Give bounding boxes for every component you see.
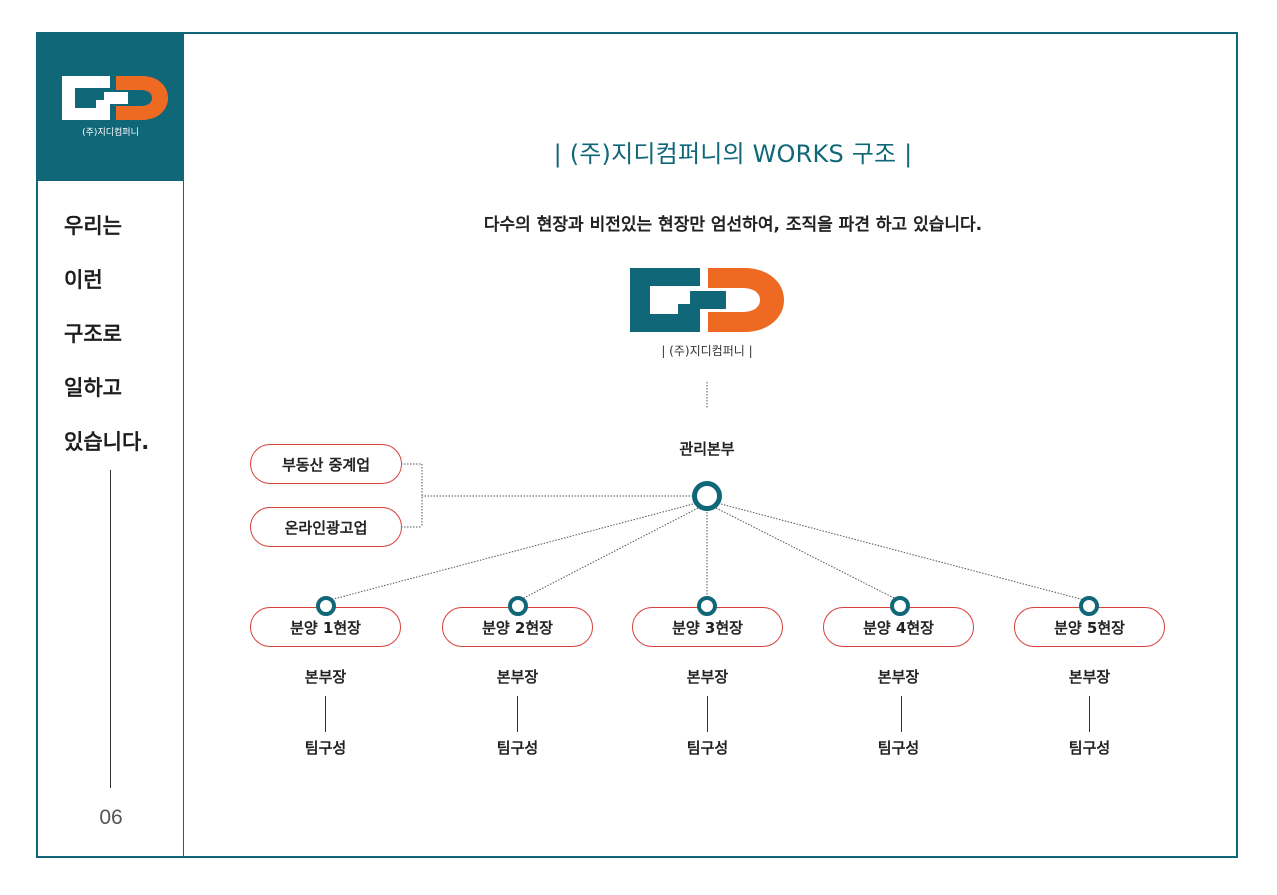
slogan-word: 있습니다. [64, 430, 150, 454]
site-1-link [325, 696, 326, 732]
page-subtitle: 다수의 현장과 비전있는 현장만 엄선하여, 조직을 파견 하고 있습니다. [483, 215, 983, 235]
site-3-manager: 본부장 [686, 668, 729, 686]
site-1-manager: 본부장 [304, 668, 347, 686]
center-logo-caption: | (주)지디컴퍼니 | [661, 344, 753, 358]
site-5-link [1089, 696, 1090, 732]
hq-label: 관리본부 [679, 440, 735, 458]
connector-lines [325, 382, 1089, 602]
slogan-word: 우리는 [64, 214, 122, 238]
slogan-word: 구조로 [64, 322, 122, 346]
site-1-node [316, 596, 336, 616]
site-2-manager: 본부장 [496, 668, 539, 686]
page-frame: (주)지디컴퍼니 우리는 이런 구조로 일하고 있습니다. 06 | (주)지디… [36, 32, 1238, 858]
site-2-node [508, 596, 528, 616]
site-1-team: 팀구성 [304, 739, 347, 757]
page-title: | (주)지디컴퍼니의 WORKS 구조 | [553, 140, 913, 168]
site-4-team: 팀구성 [877, 739, 920, 757]
page-number: 06 [99, 806, 123, 829]
slogan-word: 일하고 [64, 376, 122, 400]
brand-box: (주)지디컴퍼니 [38, 34, 183, 181]
site-4-link [901, 696, 902, 732]
gd-center-logo-icon [630, 268, 784, 332]
site-3-link [707, 696, 708, 732]
hq-node [692, 481, 722, 511]
site-4-node [890, 596, 910, 616]
site-5-manager: 본부장 [1068, 668, 1111, 686]
site-4-manager: 본부장 [877, 668, 920, 686]
sidebar: (주)지디컴퍼니 우리는 이런 구조로 일하고 있습니다. 06 [38, 34, 184, 856]
gd-logo-icon [62, 76, 168, 120]
site-5-team: 팀구성 [1068, 739, 1111, 757]
side-unit-real-estate: 부동산 중계업 [250, 444, 402, 484]
brand-caption: (주)지디컴퍼니 [82, 128, 139, 138]
site-5-node [1079, 596, 1099, 616]
slogan-word: 이런 [64, 268, 103, 292]
sidebar-slogan: 우리는 이런 구조로 일하고 있습니다. [64, 212, 149, 482]
sidebar-divider [110, 470, 111, 788]
site-3-team: 팀구성 [686, 739, 729, 757]
site-3-node [697, 596, 717, 616]
side-unit-online-ads: 온라인광고업 [250, 507, 402, 547]
site-2-team: 팀구성 [496, 739, 539, 757]
site-2-link [517, 696, 518, 732]
